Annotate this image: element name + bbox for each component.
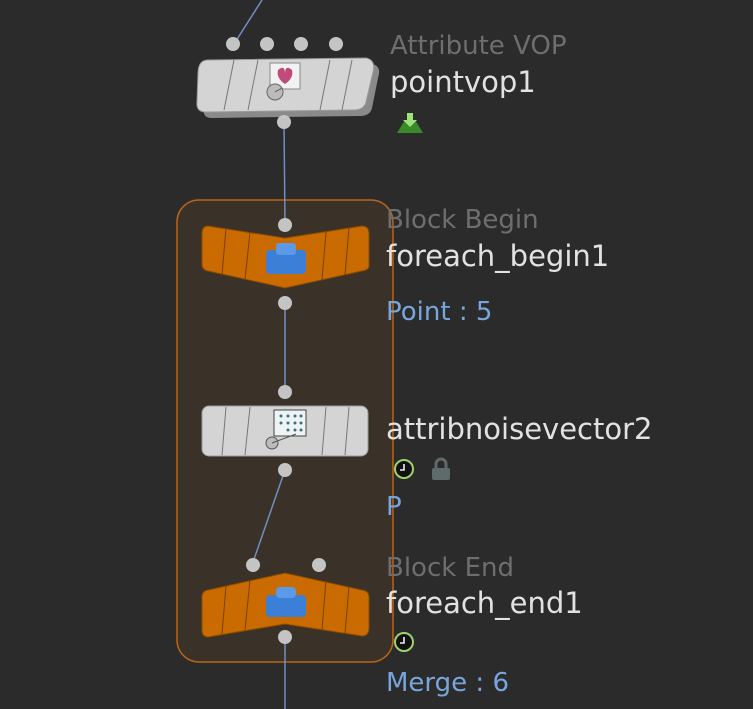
lock-icon[interactable] xyxy=(430,456,452,482)
node-name-label[interactable]: attribnoisevector2 xyxy=(386,412,653,446)
pointvop1-output[interactable] xyxy=(277,115,291,129)
node-info-label: Point : 5 xyxy=(386,297,493,327)
node-pointvop1[interactable] xyxy=(196,57,380,118)
foreach-begin1-input[interactable] xyxy=(278,218,292,232)
node-type-label: Block Begin xyxy=(386,205,539,235)
node-attribnoisevector2[interactable] xyxy=(201,405,369,457)
foreach-end1-input-1[interactable] xyxy=(246,558,260,572)
time-dependent-icon xyxy=(394,459,414,479)
export-flag-icon xyxy=(397,113,423,133)
block-icon xyxy=(266,595,306,617)
node-info-label: Merge : 6 xyxy=(386,668,509,698)
node-type-label: Attribute VOP xyxy=(390,31,567,61)
foreach-end1-input-2[interactable] xyxy=(312,558,326,572)
foreach-begin1-output[interactable] xyxy=(278,296,292,310)
foreach-end1-output[interactable] xyxy=(278,630,292,644)
node-foreach-end1[interactable] xyxy=(201,572,370,638)
node-foreach-begin1[interactable] xyxy=(201,225,370,289)
wire-pointvop-to-begin xyxy=(283,121,286,226)
wire-noise-to-end xyxy=(251,469,286,566)
node-name-label[interactable]: foreach_begin1 xyxy=(386,239,610,273)
node-type-label: Block End xyxy=(386,553,514,583)
wire-in-pointvop1 xyxy=(233,0,263,45)
time-dependent-icon xyxy=(394,632,414,652)
attribnoisevector2-input[interactable] xyxy=(278,385,292,399)
node-name-label[interactable]: pointvop1 xyxy=(390,65,536,99)
attribnoisevector2-output[interactable] xyxy=(278,463,292,477)
pointvop1-inputs[interactable] xyxy=(226,37,343,51)
block-icon xyxy=(266,250,306,274)
node-name-label[interactable]: foreach_end1 xyxy=(386,586,583,620)
node-info-label: P xyxy=(386,492,402,522)
